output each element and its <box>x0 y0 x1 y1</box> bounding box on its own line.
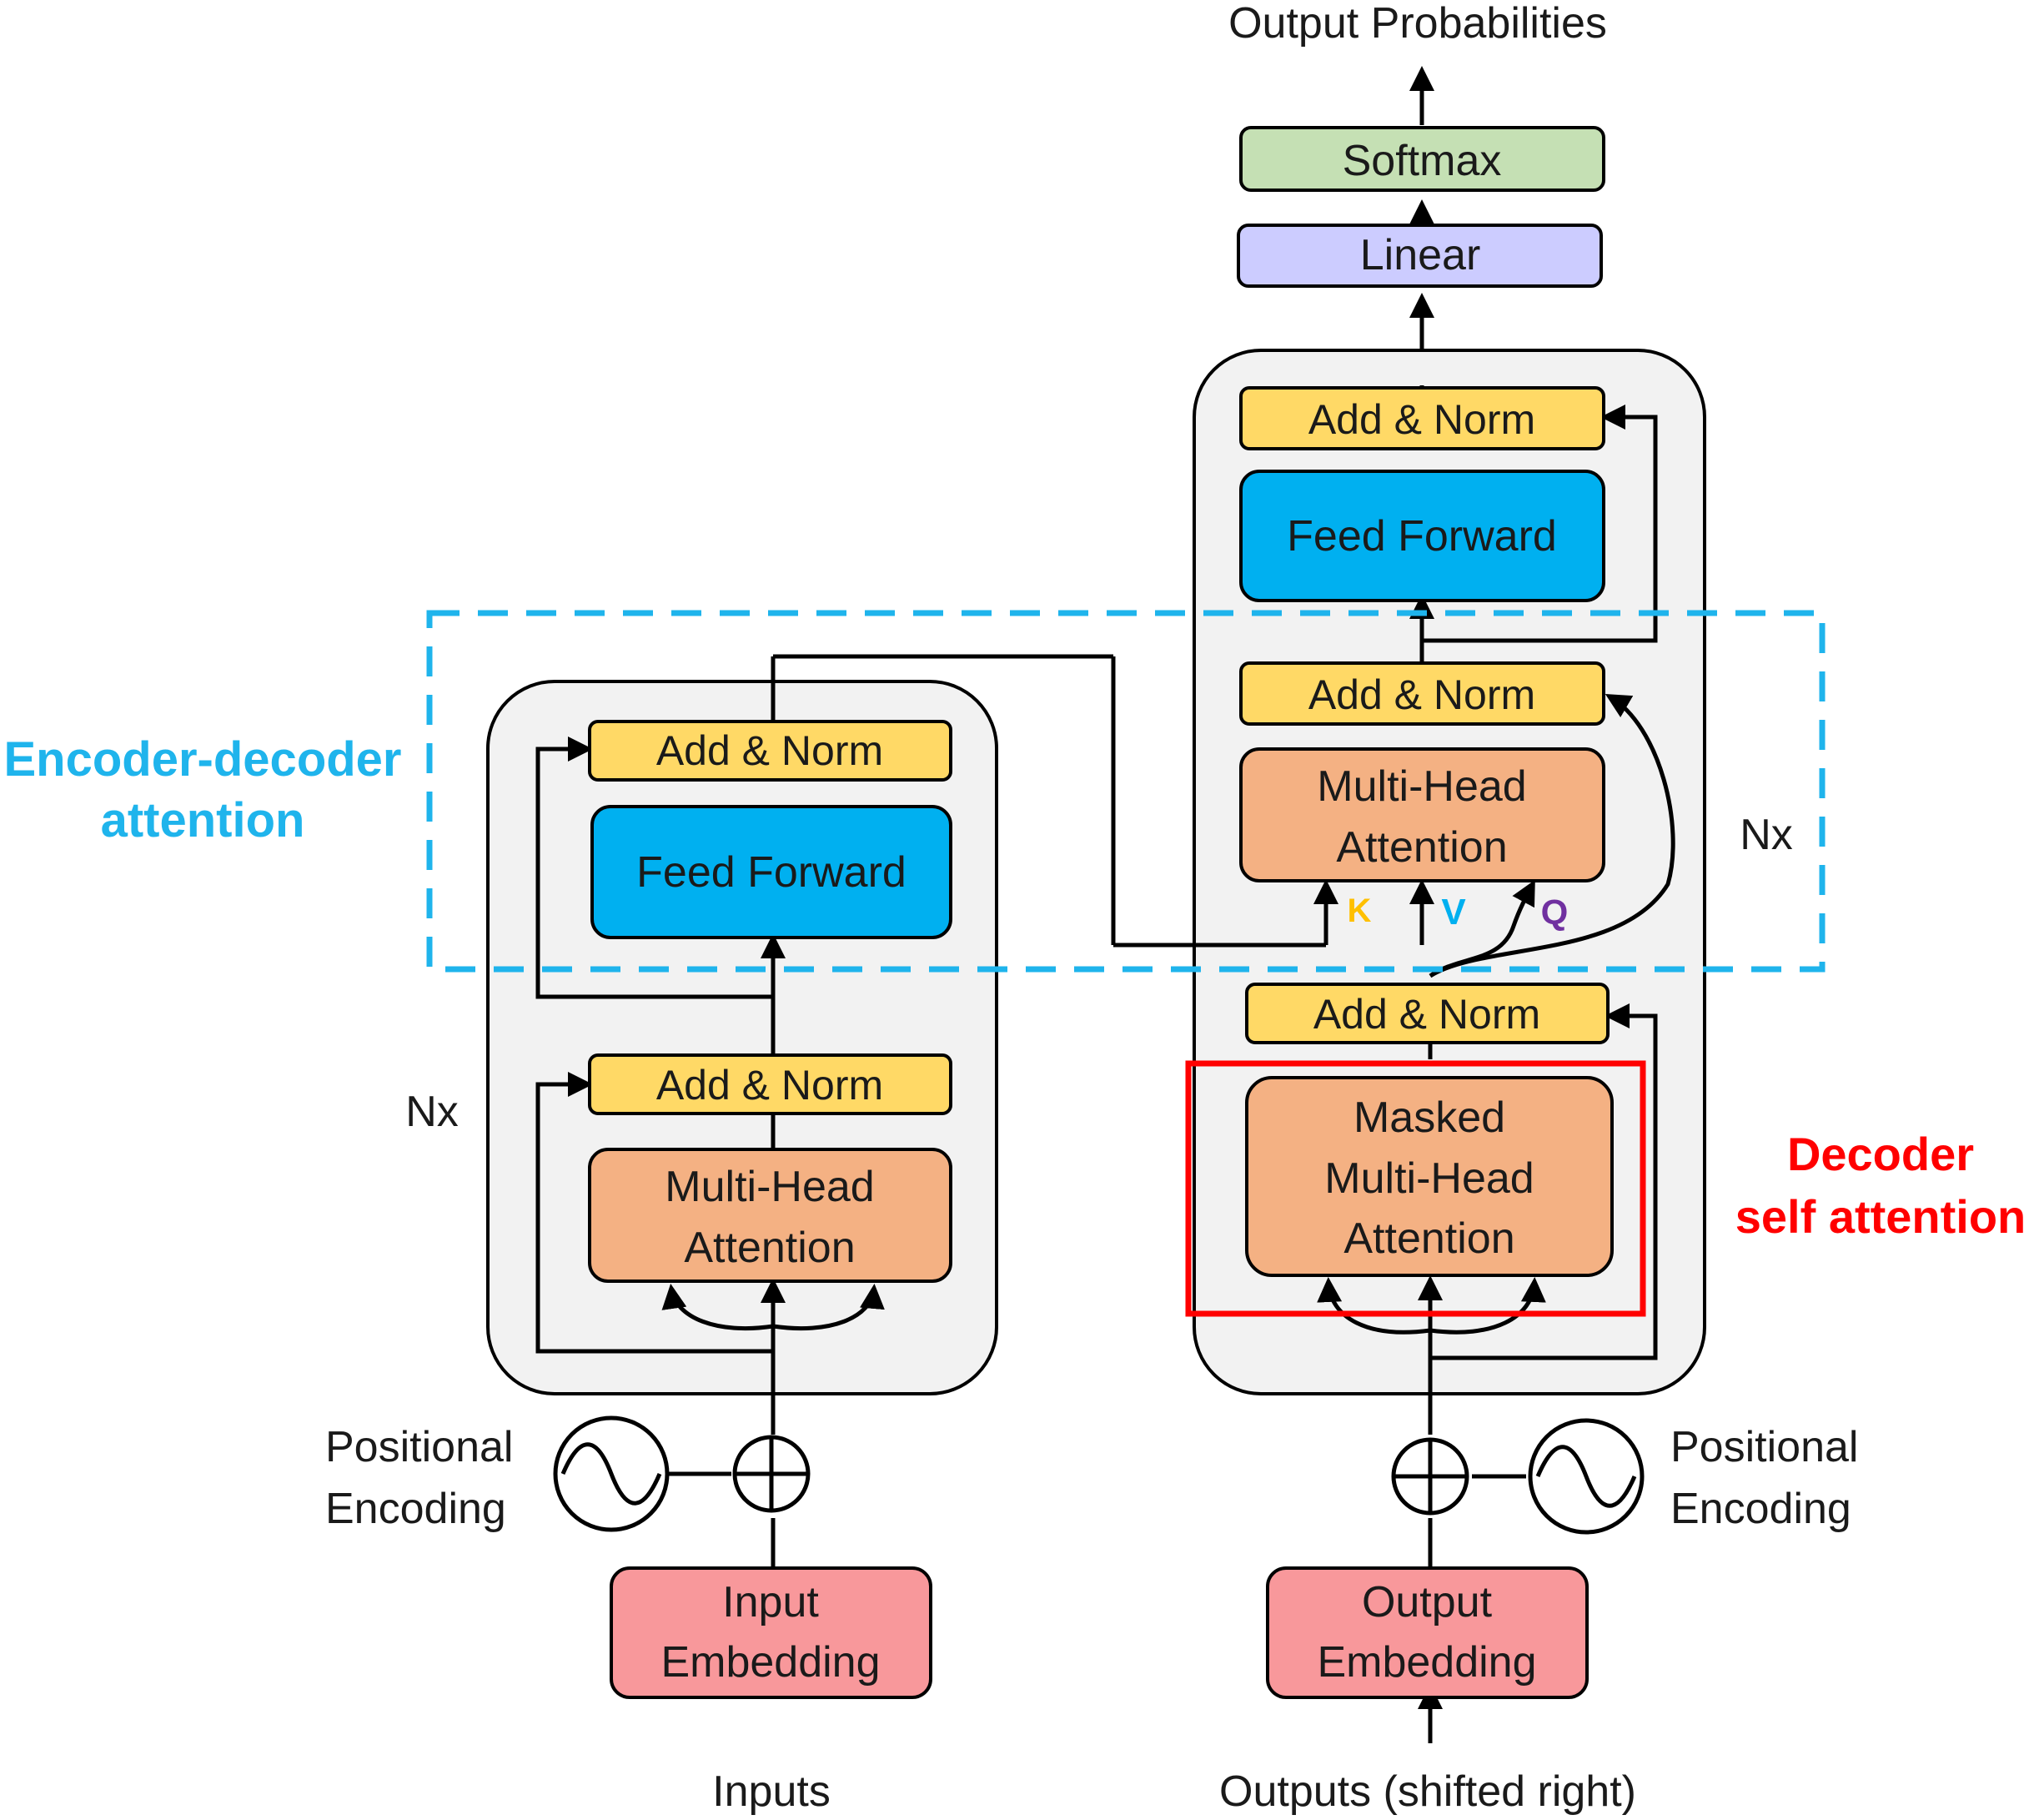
decoder-add-norm-top: Add & Norm <box>1239 386 1605 450</box>
encoder-repeat-label: Nx <box>405 1088 459 1136</box>
svg-text:Multi-Head: Multi-Head <box>1324 1154 1534 1203</box>
svg-text:Add & Norm: Add & Norm <box>1308 671 1535 718</box>
decoder-add-norm-mid: Add & Norm <box>1239 661 1605 726</box>
svg-text:Masked: Masked <box>1353 1094 1505 1142</box>
encoder-positional-encoding-label-2: Encoding <box>325 1485 506 1533</box>
encoder-sine-wave-icon <box>553 1415 670 1532</box>
decoder-add-icon <box>1391 1437 1469 1516</box>
svg-text:Attention: Attention <box>1336 823 1507 872</box>
input-embedding: Input Embedding <box>610 1566 932 1699</box>
decoder-masked-attention: Masked Multi-Head Attention <box>1245 1076 1614 1277</box>
svg-text:Softmax: Softmax <box>1343 137 1502 185</box>
svg-text:Output: Output <box>1362 1578 1493 1626</box>
encoder-decoder-attention-highlight <box>426 610 1826 973</box>
svg-text:Feed Forward: Feed Forward <box>1287 512 1557 561</box>
svg-text:Add & Norm: Add & Norm <box>1308 396 1535 443</box>
encoder-add-norm-top: Add & Norm <box>588 720 952 782</box>
decoder-add-norm-bottom: Add & Norm <box>1245 983 1610 1044</box>
decoder-self-attention-label-2: self attention <box>1735 1190 2026 1243</box>
encoder-feed-forward: Feed Forward <box>590 805 952 939</box>
encoder-add-norm-bottom: Add & Norm <box>588 1053 952 1115</box>
svg-text:Add & Norm: Add & Norm <box>1313 991 1540 1038</box>
decoder-cross-attention: Multi-Head Attention <box>1239 747 1605 882</box>
decoder-repeat-label: Nx <box>1740 811 1793 859</box>
decoder-positional-encoding-label: Positional <box>1670 1423 1858 1471</box>
encoder-multi-head-attention: Multi-Head Attention <box>588 1148 952 1283</box>
query-label: Q <box>1541 892 1569 932</box>
svg-text:Linear: Linear <box>1360 231 1481 279</box>
decoder-softmax: Softmax <box>1239 126 1605 192</box>
encoder-block <box>486 680 998 1395</box>
output-embedding: Output Embedding <box>1266 1566 1589 1699</box>
outputs-label: Outputs (shifted right) <box>1219 1767 1636 1816</box>
inputs-label: Inputs <box>712 1767 831 1816</box>
svg-text:Add & Norm: Add & Norm <box>656 727 883 774</box>
svg-text:Embedding: Embedding <box>660 1638 880 1687</box>
svg-text:Add & Norm: Add & Norm <box>656 1062 883 1109</box>
svg-text:Feed Forward: Feed Forward <box>636 848 907 897</box>
encoder-positional-encoding-label: Positional <box>325 1423 513 1471</box>
svg-text:Multi-Head: Multi-Head <box>665 1163 874 1211</box>
svg-text:Embedding: Embedding <box>1317 1638 1536 1687</box>
decoder-feed-forward: Feed Forward <box>1239 470 1605 602</box>
encoder-add-icon <box>732 1435 811 1513</box>
decoder-linear: Linear <box>1237 224 1603 288</box>
encoder-decoder-attention-label-2: attention <box>101 793 305 847</box>
decoder-self-attention-label: Decoder <box>1787 1128 1974 1180</box>
svg-text:Input: Input <box>722 1578 819 1626</box>
encoder-decoder-attention-label: Encoder-decoder <box>4 732 402 787</box>
svg-text:Attention: Attention <box>684 1224 855 1272</box>
decoder-positional-encoding-label-2: Encoding <box>1670 1485 1851 1533</box>
key-label: K <box>1348 892 1372 929</box>
output-probabilities-label: Output Probabilities <box>1228 0 1607 48</box>
svg-text:Attention: Attention <box>1343 1214 1514 1263</box>
decoder-sine-wave-icon <box>1528 1418 1645 1535</box>
decoder-self-attention-highlight <box>1185 1060 1646 1317</box>
value-label: V <box>1441 892 1466 933</box>
svg-text:Multi-Head: Multi-Head <box>1317 762 1526 811</box>
